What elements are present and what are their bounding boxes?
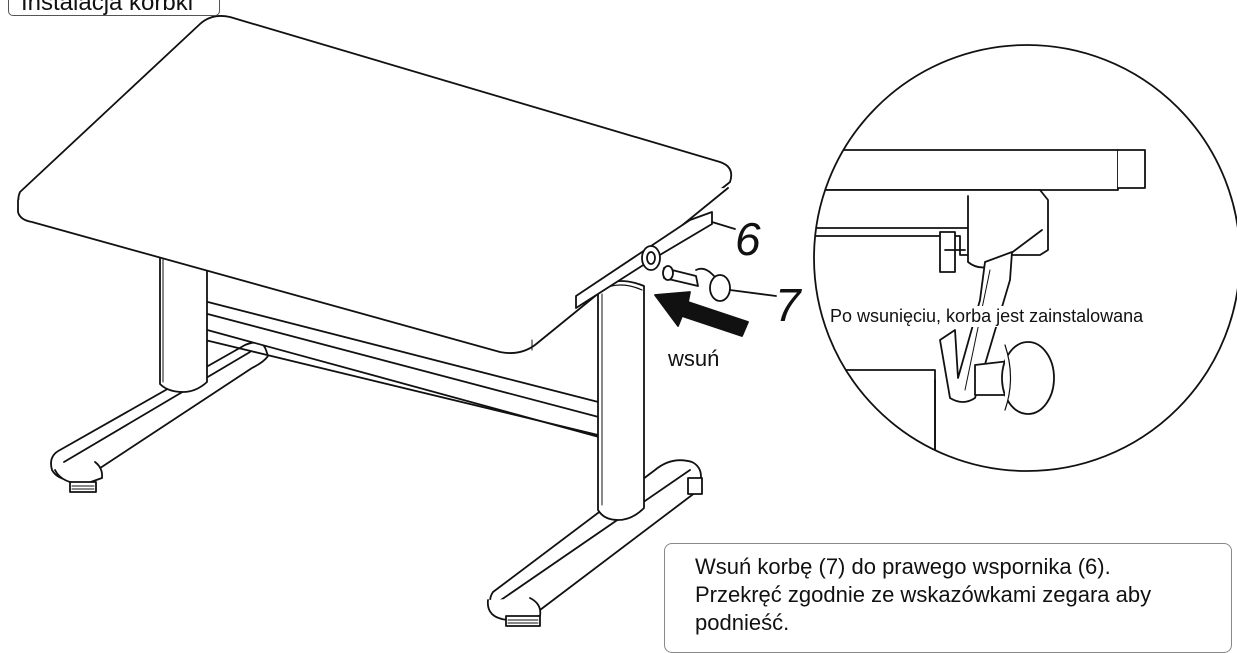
left-leg-column [159,249,208,393]
push-label: wsuń [668,346,720,371]
instruction-line: podnieść. [695,610,790,635]
detail-circle-outline [813,44,1237,472]
right-bracket [575,211,736,309]
detail-caption: Po wsunięciu, korba jest zainstalowana [828,306,1146,327]
desk-top [17,15,733,354]
push-arrow [654,291,749,337]
instruction-line: Przekręć zgodnie ze wskazówkami zegara a… [695,582,1152,607]
page-title: Instalacja korbki [21,0,194,16]
instruction-box: Wsuń korbę (7) do prawego wspornika (6).… [664,543,1232,653]
desk-assembly-illustration [17,15,1237,627]
callout-number-bracket: 6 [735,213,761,265]
right-foot [486,459,703,627]
right-leg-column [597,280,645,521]
instruction-line: Wsuń korbę (7) do prawego wspornika (6). [695,554,1111,579]
crank [662,265,777,302]
callout-number-crank: 7 [775,279,801,331]
title-box: Instalacja korbki [8,0,220,16]
